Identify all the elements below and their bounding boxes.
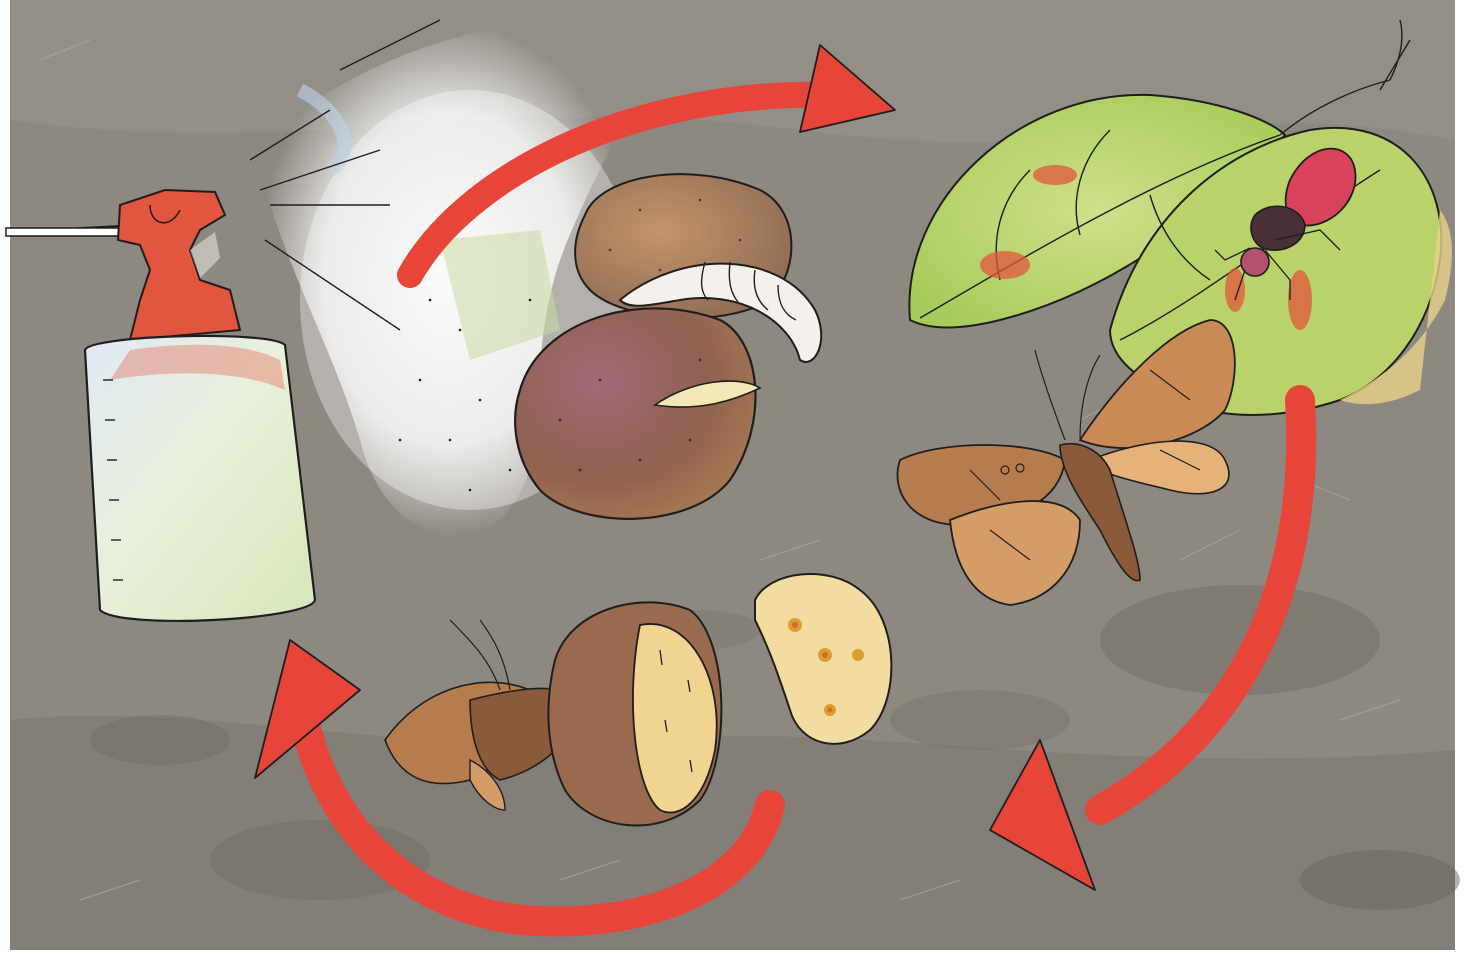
potato-icon [548, 602, 721, 825]
